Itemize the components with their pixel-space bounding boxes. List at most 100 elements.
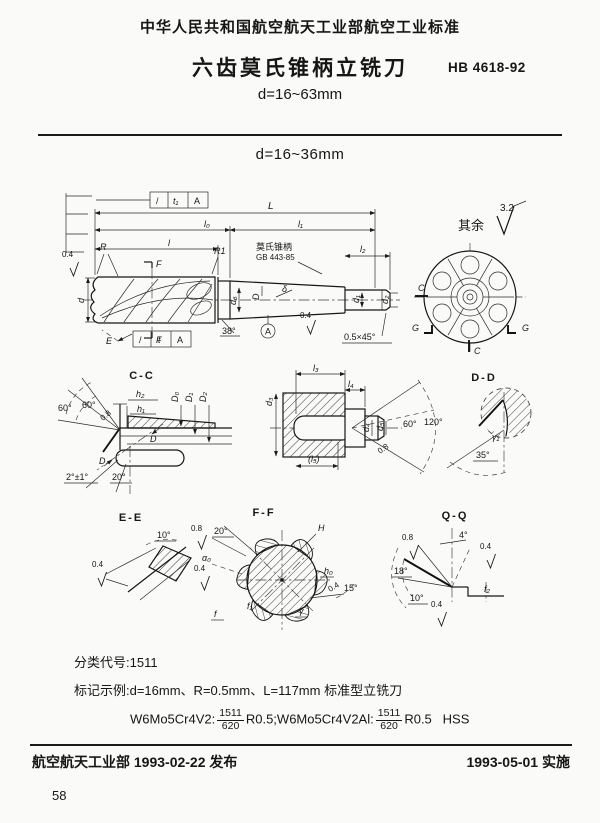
dim-label-l: l bbox=[168, 238, 171, 248]
ff-f1-label: f₁ bbox=[247, 601, 253, 611]
section-F-top-label: F bbox=[156, 259, 162, 269]
cc-angle-60b: 60° bbox=[82, 400, 96, 410]
dim-label-d2: d₂ bbox=[380, 295, 390, 304]
section-C-marks: C C bbox=[415, 283, 481, 356]
taper-note-line1: 莫氏锥柄 bbox=[256, 241, 292, 252]
classification-code: 分类代号:1511 bbox=[74, 655, 158, 670]
section-QQ-title: Q-Q bbox=[442, 510, 469, 522]
angle-38: 38° bbox=[220, 319, 240, 337]
qq-roughness-04b-check bbox=[437, 611, 447, 627]
effective-date: 1993-05-01 实施 bbox=[466, 754, 570, 770]
issue-statement: 航空航天工业部 1993-02-22 发布 bbox=[32, 754, 238, 770]
tolerance-frame-top: / t₁ A bbox=[96, 191, 209, 209]
qq-roughness-04b: 0.4 bbox=[431, 600, 443, 609]
dim-label-d6: d₆ bbox=[228, 296, 238, 305]
bottom-rule bbox=[30, 744, 572, 746]
qq-roughness-08: 0.8 bbox=[402, 533, 414, 542]
ee-wedge bbox=[148, 545, 192, 582]
dim-L: L bbox=[94, 201, 376, 288]
surface-roughness-note: 其余 3.2 bbox=[458, 200, 527, 236]
ff-H-label: H bbox=[318, 523, 325, 533]
mid-d3-dim: d₃ bbox=[264, 393, 278, 457]
cc-diameter-dims: D₀ D₁ D₂ bbox=[170, 392, 211, 443]
section-CC: C-C h₂ h₁ D₀ D₁ D₂ 60° bbox=[57, 370, 232, 494]
section-F-marks: F F bbox=[144, 259, 162, 345]
page-title: 六齿莫氏锥柄立铣刀 bbox=[192, 57, 408, 80]
chamfer-label: 0.5×45° bbox=[344, 332, 376, 342]
end-view-tooth-faces bbox=[426, 258, 514, 336]
ff-angle-15: 15° bbox=[344, 583, 358, 593]
mid-d4-d5: d₄ d₅ bbox=[361, 420, 387, 436]
cc-h2-label: h₂ bbox=[136, 389, 145, 399]
cc-angle-20: 20° bbox=[112, 472, 126, 482]
runout-symbol-bottom: / bbox=[139, 335, 142, 345]
taper-diameters: d₆ D δ bbox=[228, 284, 293, 313]
qq-angle-18: 18° bbox=[394, 566, 408, 576]
main-side-view: / t₁ A L l₀ l₁ l l₂ bbox=[62, 191, 400, 348]
dim-d: d bbox=[76, 277, 95, 323]
dim-label-L: L bbox=[268, 201, 274, 212]
roughness-check-left bbox=[69, 261, 79, 277]
dim-label-d1: d₁ bbox=[351, 295, 361, 303]
ff-roughness-04a-check bbox=[200, 575, 210, 591]
dim-label-d: d bbox=[76, 297, 86, 303]
dim-label-delta: δ bbox=[282, 284, 288, 294]
marking-example: 标记示例:d=16mm、R=0.5mm、L=117mm 标准型立铣刀 bbox=[74, 683, 403, 698]
surface-note-text: 其余 bbox=[458, 218, 484, 233]
cc-D1-label: D₁ bbox=[184, 393, 194, 402]
dim-label-R1: R1 bbox=[214, 246, 226, 256]
material-2: W6Mo5Cr4V2Al: bbox=[276, 711, 374, 727]
dd-gamma1-label: γ₁ bbox=[492, 432, 500, 442]
section-DD-title: D-D bbox=[471, 372, 497, 384]
technical-drawing: / t₁ A L l₀ l₁ l l₂ bbox=[57, 191, 532, 630]
dim-label-l1: l₁ bbox=[298, 219, 303, 229]
cc-angle-fans: 60° 60° 0.8 bbox=[57, 377, 121, 431]
ee-roughness-check bbox=[97, 571, 107, 587]
leader-ladder bbox=[65, 193, 92, 253]
standard-number: HB 4618-92 bbox=[448, 60, 526, 75]
mid-l4-dim: l₄ bbox=[344, 379, 366, 407]
page-number: 58 bbox=[52, 788, 67, 803]
roughness-04-left: 0.4 bbox=[62, 250, 74, 259]
cc-h1-label: h₁ bbox=[137, 404, 145, 414]
section-F-bottom-label: F bbox=[156, 335, 162, 345]
mid-hole bbox=[293, 415, 353, 441]
qq-roughness-08-check bbox=[409, 544, 419, 560]
dim-l2: l₂ bbox=[344, 244, 391, 290]
standard-org-heading: 中华人民共和国航空航天工业部航空工业标准 bbox=[139, 19, 460, 36]
cc-height-dims: h₂ h₁ bbox=[128, 389, 158, 415]
ff-f-label: f bbox=[214, 609, 218, 619]
section-center-hole: d₃ l₃ l₄ (l₅) d₄ d₅ 60° bbox=[264, 363, 443, 475]
material-hss: HSS bbox=[442, 711, 470, 727]
ff-roughness-04b: 0.4 bbox=[327, 580, 342, 594]
cc-D-label-b: D bbox=[99, 456, 106, 466]
qq-angle-10: 10° bbox=[410, 593, 424, 603]
mid-l3-dim: l₃ bbox=[295, 363, 346, 414]
chamfer-note: 0.5×45° bbox=[342, 312, 392, 344]
tolerance-t1-label: t₁ bbox=[173, 196, 179, 206]
roughness-check-taper bbox=[306, 319, 316, 335]
size-range: d=16~63mm bbox=[257, 86, 343, 103]
end-view-gullets bbox=[432, 255, 508, 339]
section-DD: D-D γ₁ 35° bbox=[446, 372, 532, 476]
view-E-arrow: E bbox=[101, 329, 133, 346]
datum-ref-bottom: A bbox=[177, 335, 183, 345]
dim-l0-l1: l₀ l₁ bbox=[94, 219, 376, 278]
ff-alpha0-label: α₀ bbox=[202, 553, 211, 563]
end-view: C C G G bbox=[412, 243, 529, 356]
datum-A-label: A bbox=[265, 327, 271, 337]
mid-l5-label: (l₅) bbox=[308, 454, 320, 464]
radius-1: R0.5; bbox=[245, 711, 277, 727]
mid-angle-60: 60° bbox=[403, 419, 417, 429]
mid-d3-label: d₃ bbox=[264, 397, 274, 406]
dim-label-R: R bbox=[100, 242, 107, 252]
cc-slot bbox=[115, 449, 185, 467]
morse-taper-note: 莫氏锥柄 GB 443-85 bbox=[256, 241, 323, 275]
ff-center-dot bbox=[280, 578, 284, 582]
runout-symbol-top: / bbox=[156, 196, 159, 206]
mid-l5-dim: (l₅) bbox=[295, 442, 339, 470]
drawing-subrange: d=16~36mm bbox=[255, 146, 345, 163]
